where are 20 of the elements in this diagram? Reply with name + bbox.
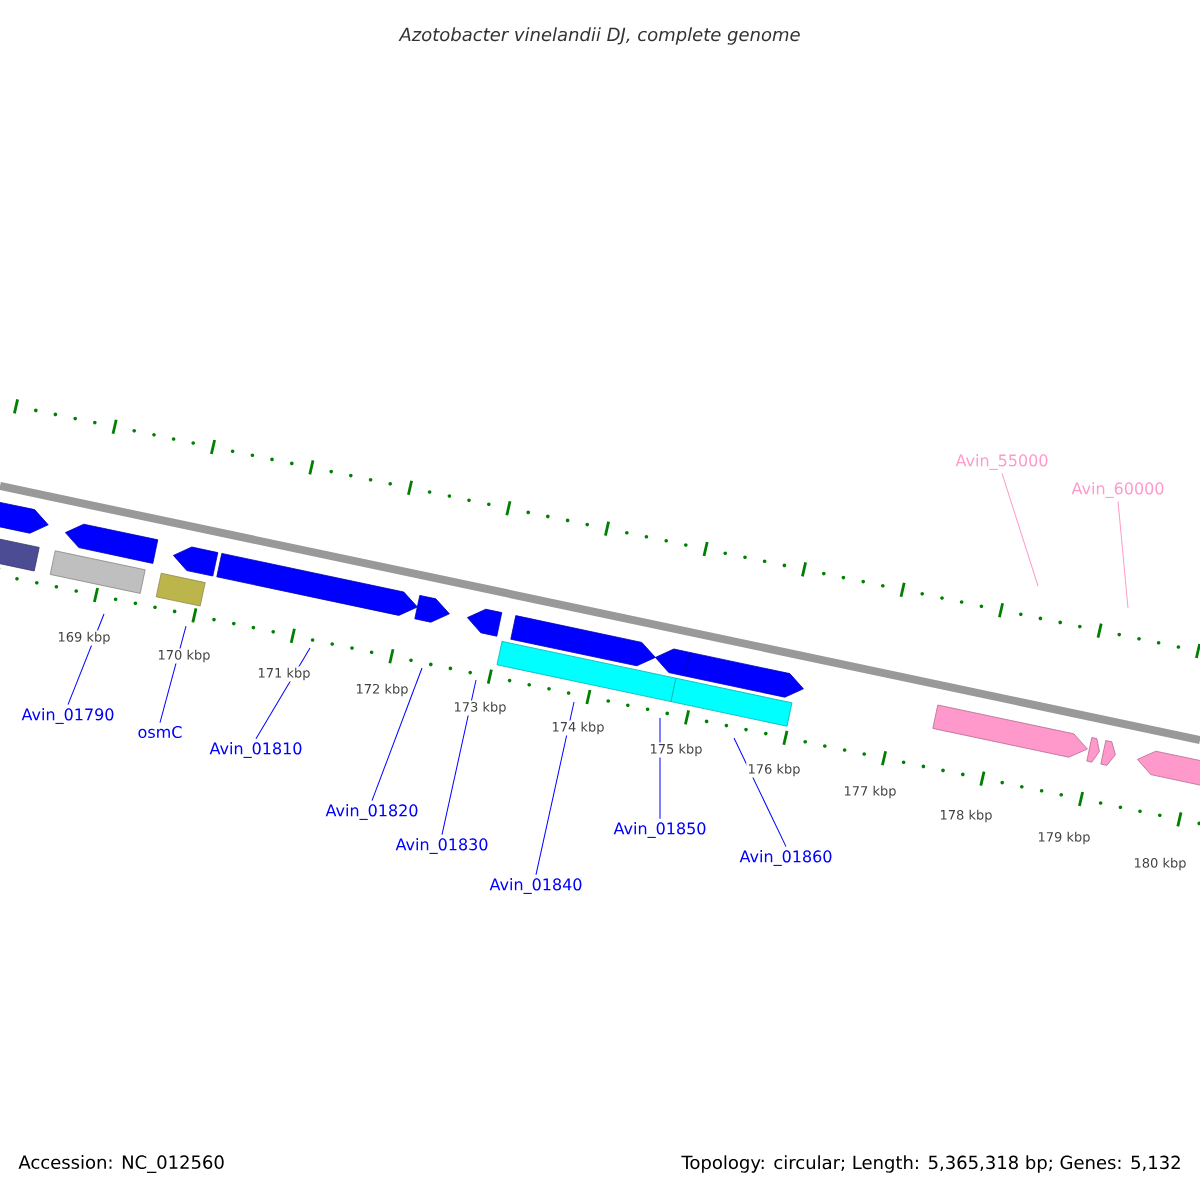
- gene-label: Avin_01820: [325, 804, 418, 820]
- gene-label: Avin_01850: [613, 822, 706, 838]
- gene-label: Avin_01860: [739, 850, 832, 866]
- gene-label: Avin_60000: [1071, 482, 1164, 498]
- gene-label: Avin_01810: [209, 742, 302, 758]
- gene-label: Avin_55000: [955, 454, 1048, 470]
- genome-info-text: Topology: circular; Length: 5,365,318 bp; Genes: 5,132: [681, 1155, 1180, 1173]
- title: Azotobacter vinelandii DJ, complete genome: [398, 27, 800, 45]
- leader-line: [371, 667, 423, 802]
- leader-line: [1117, 500, 1129, 609]
- gene-label: osmC: [138, 725, 182, 739]
- accession-text: Accession: NC_012560: [18, 1155, 224, 1173]
- gene-label: Avin_01790: [21, 708, 114, 724]
- leader-line: [733, 737, 787, 848]
- leader-line: [659, 717, 661, 820]
- leader-line: [535, 701, 575, 876]
- leader-line: [441, 679, 477, 836]
- leader-line: [1001, 472, 1039, 587]
- gene-label: Avin_01830: [395, 838, 488, 854]
- gene-label: Avin_01840: [489, 878, 582, 894]
